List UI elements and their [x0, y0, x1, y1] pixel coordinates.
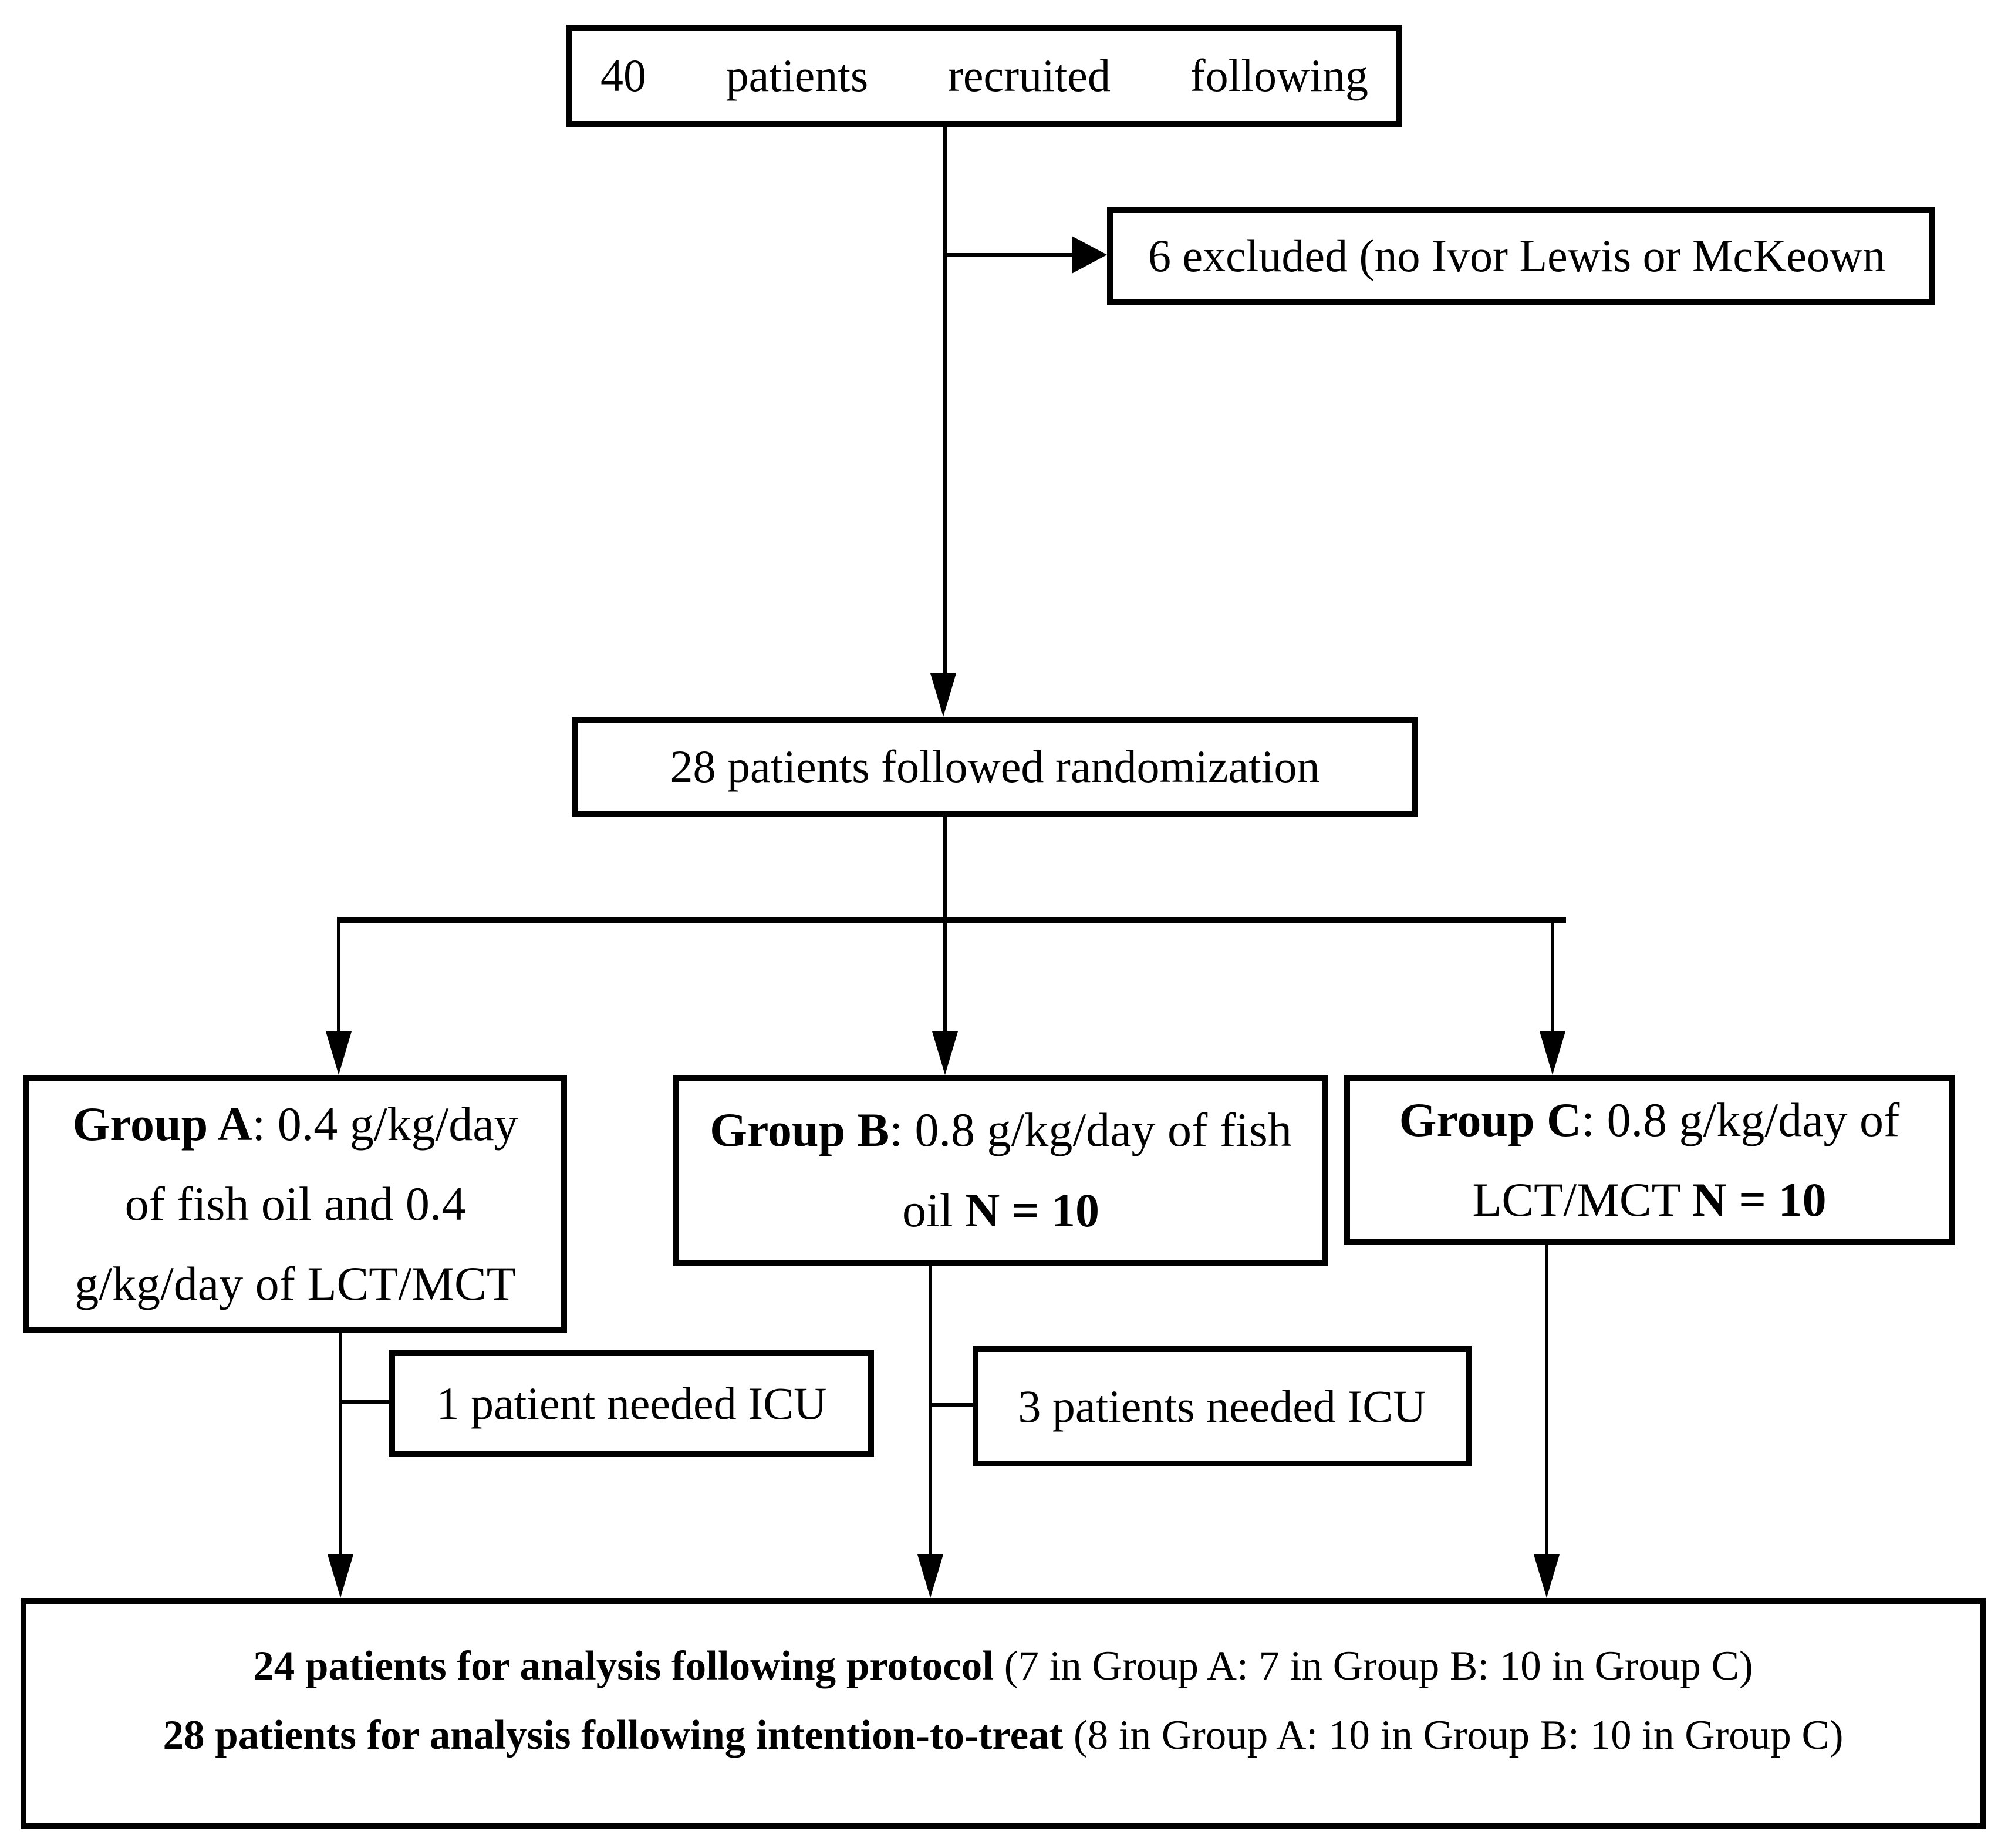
- group-c-line2-text: LCT/MCT: [1472, 1173, 1692, 1226]
- group-a-title: Group A: [72, 1097, 252, 1151]
- connector-icu-a-stub: [342, 1400, 389, 1404]
- group-c-dose: : 0.8 g/kg/day of: [1581, 1092, 1900, 1146]
- arrowhead-analysis-a-down: [328, 1554, 353, 1598]
- connector-group-a-down: [339, 1333, 342, 1559]
- arrowhead-group-b-down: [932, 1031, 958, 1075]
- box-group-b: Group B: 0.8 g/kg/day of fish oil N = 10: [673, 1075, 1328, 1266]
- analysis-itt-breakdown: (8 in Group A: 10 in Group B: 10 in Grou…: [1063, 1712, 1844, 1758]
- group-a-line2: of fish oil and 0.4: [124, 1176, 466, 1230]
- group-b-line2-text: oil: [902, 1183, 966, 1237]
- box-excluded: 6 excluded (no Ivor Lewis or McKeown: [1107, 207, 1935, 305]
- box-icu-2-label: 3 patients needed ICU: [1018, 1380, 1426, 1432]
- connector-drop-center: [943, 919, 947, 1036]
- connector-exclusion-branch: [945, 253, 1074, 257]
- group-b-line1: Group B: 0.8 g/kg/day of fish: [710, 1090, 1292, 1170]
- box-recruited: 40 patients recruited following: [566, 25, 1402, 127]
- arrowhead-randomized-down: [930, 673, 956, 717]
- group-b-n-count: N = 10: [965, 1183, 1100, 1237]
- arrowhead-group-a-down: [326, 1031, 352, 1075]
- group-a-line3: g/kg/day of LCT/MCT: [75, 1257, 516, 1311]
- connector-group-c-down: [1545, 1245, 1548, 1559]
- analysis-itt-count: 28 patients for analysis following inten…: [163, 1712, 1064, 1758]
- arrowhead-analysis-b-down: [917, 1554, 943, 1598]
- analysis-protocol-count: 24 patients for analysis following proto…: [253, 1643, 994, 1689]
- arrowhead-exclusion-right: [1072, 236, 1107, 274]
- box-analysis: 24 patients for analysis following proto…: [21, 1598, 1986, 1829]
- group-c-line1: Group C: 0.8 g/kg/day of: [1399, 1080, 1900, 1160]
- connector-drop-right: [1551, 919, 1554, 1036]
- group-c-title: Group C: [1399, 1092, 1582, 1146]
- group-c-line2: LCT/MCT N = 10: [1472, 1160, 1826, 1240]
- box-group-a: Group A: 0.4 g/kg/day of fish oil and 0.…: [23, 1075, 567, 1333]
- group-b-title: Group B: [710, 1103, 890, 1157]
- box-excluded-label: 6 excluded (no Ivor Lewis or McKeown: [1148, 230, 1886, 282]
- box-icu-1: 1 patient needed ICU: [389, 1350, 874, 1457]
- box-group-c: Group C: 0.8 g/kg/day of LCT/MCT N = 10: [1344, 1075, 1955, 1245]
- connector-drop-left: [337, 919, 340, 1036]
- analysis-line1: 24 patients for analysis following proto…: [26, 1632, 1980, 1701]
- analysis-protocol-breakdown: (7 in Group A: 7 in Group B: 10 in Group…: [993, 1643, 1753, 1689]
- group-b-dose: : 0.8 g/kg/day of fish: [889, 1103, 1292, 1157]
- connector-group-b-down: [929, 1266, 932, 1559]
- connector-top-vertical: [943, 127, 947, 676]
- arrowhead-analysis-c-down: [1534, 1554, 1560, 1598]
- group-a-line1: Group A: 0.4 g/kg/day: [72, 1084, 518, 1164]
- group-b-line2: oil N = 10: [902, 1171, 1099, 1250]
- group-c-n-count: N = 10: [1692, 1173, 1827, 1226]
- group-a-dose: : 0.4 g/kg/day: [252, 1097, 518, 1151]
- connector-split-horizontal: [337, 917, 1566, 923]
- connector-mid-vertical: [943, 817, 947, 923]
- box-icu-1-label: 1 patient needed ICU: [436, 1378, 827, 1429]
- connector-icu-b-stub: [932, 1403, 973, 1407]
- box-recruited-label: 40 patients recruited following: [600, 50, 1368, 102]
- box-randomized-label: 28 patients followed randomization: [670, 741, 1320, 793]
- box-icu-2: 3 patients needed ICU: [973, 1346, 1472, 1466]
- arrowhead-group-c-down: [1540, 1031, 1565, 1075]
- analysis-line2: 28 patients for analysis following inten…: [26, 1701, 1980, 1771]
- box-randomized: 28 patients followed randomization: [572, 717, 1418, 817]
